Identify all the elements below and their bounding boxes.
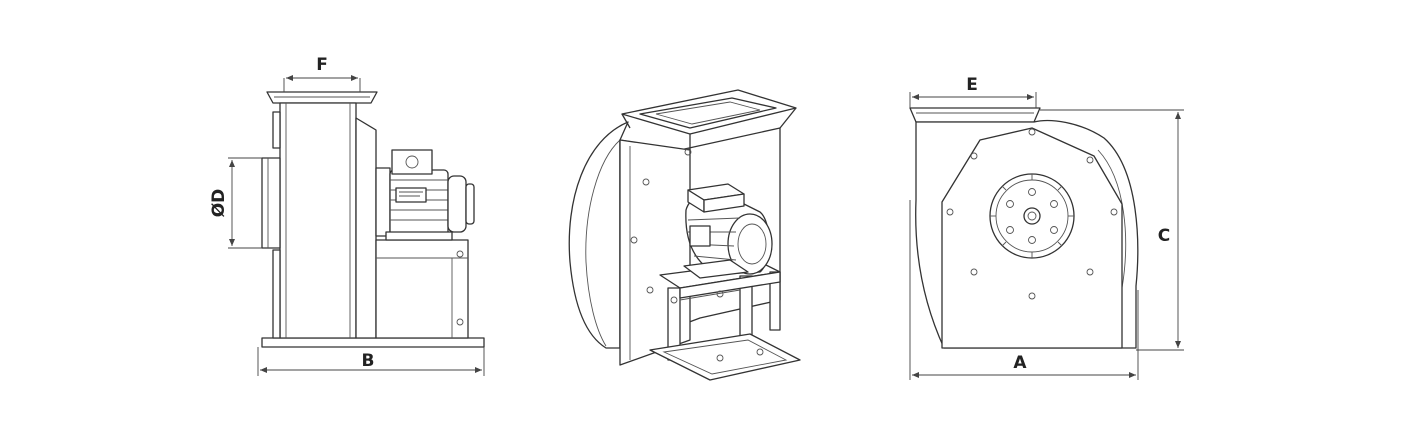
impeller [989, 173, 1075, 259]
dimension-e: E [909, 75, 1037, 108]
bolt-holes [946, 128, 1118, 300]
dimension-c: C [1040, 109, 1184, 351]
side-view [261, 91, 485, 348]
dimension-a: A [909, 200, 1139, 380]
iso-motor [683, 183, 773, 279]
iso-base-frame [649, 333, 801, 381]
dimension-c-label: C [1158, 226, 1170, 246]
front-outlet-flange [909, 107, 1041, 123]
iso-motor-stand [649, 261, 801, 381]
dimension-f-label: F [316, 55, 328, 75]
dimension-od: ØD [209, 157, 262, 249]
base-plate [261, 337, 485, 348]
dimension-e-label: E [966, 75, 978, 95]
dimension-a-label: A [1013, 353, 1027, 373]
dimension-b: B [257, 347, 485, 376]
front-view [909, 107, 1139, 349]
motor [375, 149, 475, 241]
outlet-flange [266, 91, 378, 104]
terminal-box [391, 149, 433, 175]
isometric-view [568, 89, 801, 381]
inlet-collar [261, 157, 281, 249]
dimension-b-label: B [362, 351, 375, 371]
motor-stand [375, 239, 469, 339]
dimension-f: F [283, 55, 361, 92]
fan-casing [279, 102, 357, 339]
scroll-housing [568, 121, 629, 349]
dimension-od-label: ØD [209, 189, 229, 218]
impeller-hub [1023, 207, 1041, 225]
